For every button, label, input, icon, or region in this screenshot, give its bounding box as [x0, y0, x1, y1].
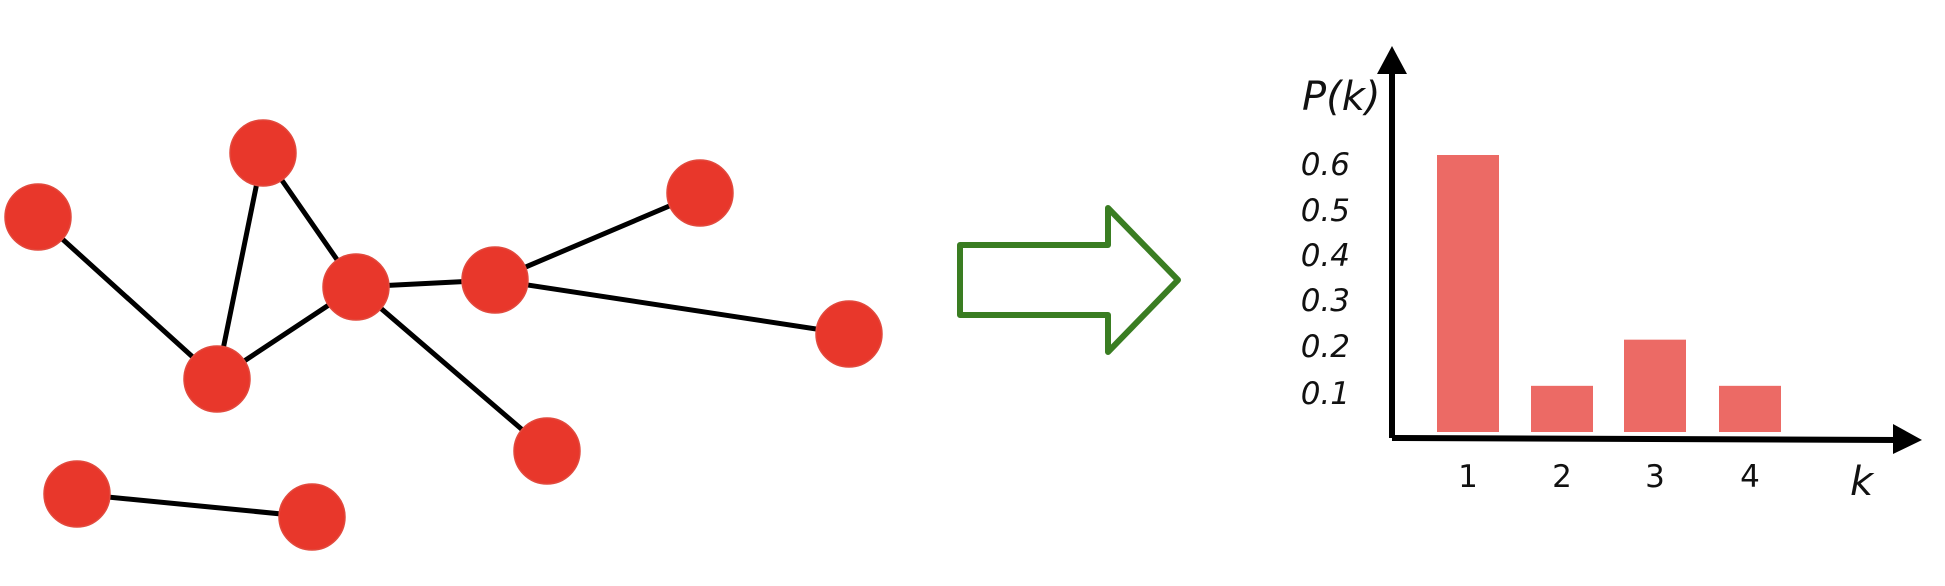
degree-distribution-chart: 0.1 0.2 0.3 0.4 0.5 0.6 1 2 3 4 P(k) k [1301, 46, 1922, 505]
y-tick-label: 0.1 [1301, 376, 1350, 412]
y-axis-title: P(k) [1302, 74, 1381, 120]
x-tick-label: 4 [1740, 459, 1760, 495]
bar-4 [1719, 385, 1781, 432]
y-tick-label: 0.5 [1301, 193, 1350, 229]
x-axis-arrowhead [1893, 424, 1922, 454]
network-edge [353, 284, 550, 454]
x-tick-labels: 1 2 3 4 [1458, 459, 1760, 495]
bar-3 [1624, 339, 1686, 432]
network-node [43, 460, 111, 528]
network-edge [74, 491, 315, 520]
network-edge [214, 150, 266, 382]
y-tick-label: 0.6 [1301, 147, 1350, 183]
network-node [322, 253, 390, 321]
x-axis-title: k [1850, 459, 1875, 505]
network-edge [35, 214, 220, 382]
right-arrow-icon [957, 205, 1181, 355]
network-edge [492, 277, 852, 337]
y-tick-label: 0.3 [1301, 283, 1350, 319]
bar-series [1437, 155, 1781, 432]
network-node [278, 483, 346, 551]
network-node [815, 300, 883, 368]
x-tick-label: 3 [1645, 459, 1665, 495]
network-nodes [4, 119, 883, 551]
network-node [513, 417, 581, 485]
bar-1 [1437, 155, 1499, 432]
network-node [183, 345, 251, 413]
y-tick-labels: 0.1 0.2 0.3 0.4 0.5 0.6 [1301, 147, 1350, 412]
x-axis [1391, 435, 1899, 443]
network-edge [492, 190, 703, 283]
y-tick-label: 0.4 [1301, 238, 1350, 274]
x-tick-label: 2 [1552, 459, 1572, 495]
x-tick-label: 1 [1458, 459, 1478, 495]
y-axis-arrowhead [1377, 46, 1407, 74]
bar-2 [1531, 385, 1593, 432]
network-node [461, 246, 529, 314]
network-graph [4, 119, 883, 551]
network-node [229, 119, 297, 187]
y-tick-label: 0.2 [1301, 329, 1350, 365]
network-node [666, 159, 734, 227]
network-node [4, 183, 72, 251]
